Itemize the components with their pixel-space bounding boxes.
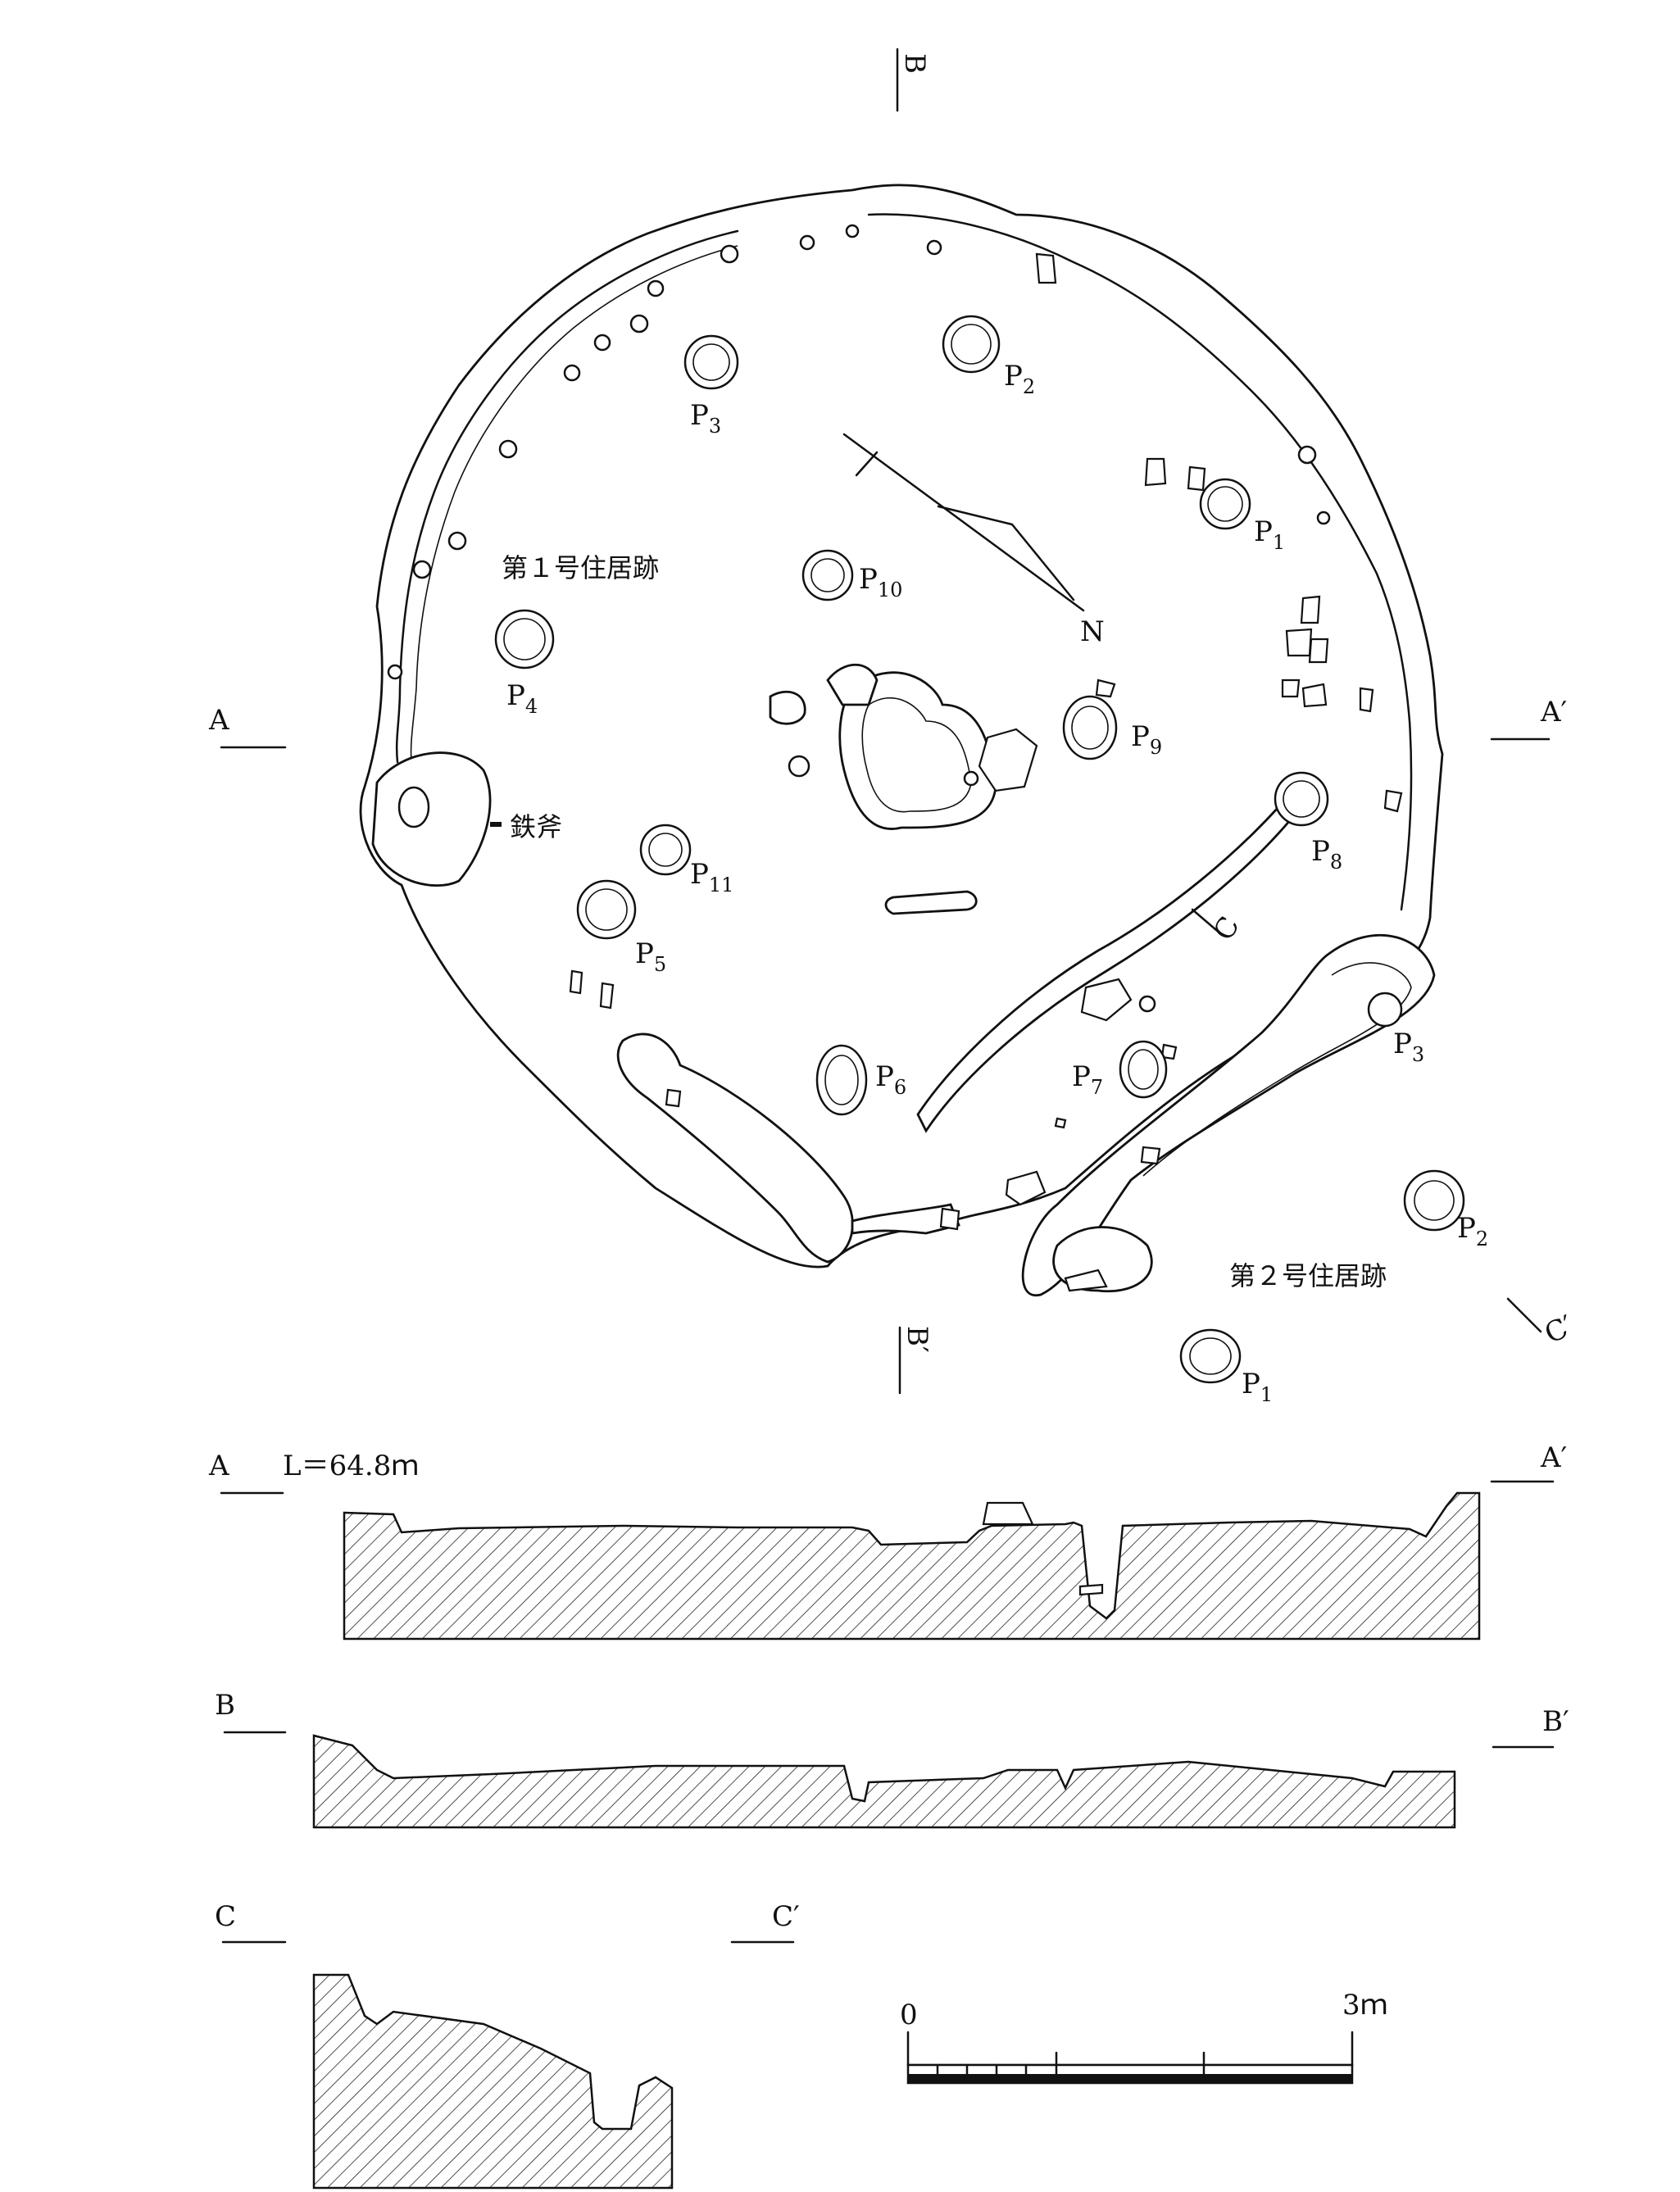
- scale-end-label: 3ｍ: [1342, 1989, 1388, 2022]
- section-line-c-prime: [1506, 1297, 1542, 1333]
- section-a-right-label: A′: [1540, 1441, 1567, 1474]
- west-pit: [371, 751, 492, 887]
- section-a-profile: [343, 1491, 1481, 1641]
- hearth-side-pit: [769, 690, 806, 725]
- house-2-stone: [1064, 1268, 1108, 1292]
- house-1-label: 第１号住居跡: [502, 552, 659, 583]
- plan-section-markers: B A A′ B′: [208, 48, 1567, 1395]
- bench-post-holes: [387, 224, 1331, 680]
- pit-label-h2-p1: P1: [1242, 1368, 1273, 1406]
- drainage-ditch: [916, 805, 1292, 1133]
- pit-label-h1-p9: P9: [1131, 720, 1162, 759]
- section-a: A L＝64.8ｍ A′: [208, 1441, 1567, 1641]
- pit-label-h1-p8: P8: [1311, 835, 1342, 874]
- house-2-pits: [1179, 1169, 1465, 1384]
- pit-label-h1-p5: P5: [635, 937, 666, 976]
- pit-label-h1-p1: P1: [1254, 515, 1285, 554]
- scattered-stones: [569, 252, 1403, 1231]
- west-pit-inner: [397, 786, 430, 828]
- section-a-stone: [982, 1501, 1034, 1526]
- central-hearth-inner: [861, 697, 972, 813]
- small-pit-hearth-east: [963, 770, 979, 787]
- scale-start-label: 0: [900, 1999, 918, 2031]
- central-hearth: [838, 671, 997, 830]
- iron-axe-label: 鉄斧: [510, 811, 562, 842]
- pit-label-h1-p6: P6: [875, 1060, 906, 1099]
- floor-trench: [884, 890, 978, 915]
- pit-label-h1-p3: P3: [690, 399, 721, 438]
- pit-p3-house2: [1367, 992, 1403, 1028]
- plan-b-label: B: [898, 53, 931, 74]
- plan-a-label: A: [208, 704, 229, 737]
- north-label: N: [1080, 615, 1105, 648]
- section-line-c: [1191, 908, 1223, 936]
- section-b: B B′: [215, 1689, 1569, 1829]
- pit-label-h2-p3: P3: [1393, 1028, 1424, 1066]
- house-1-inner-wall-west-2: [410, 245, 738, 763]
- plan-a-prime-label: A′: [1540, 696, 1567, 728]
- house-1-pits: [494, 315, 1251, 1116]
- pit-label-h1-p7: P7: [1072, 1060, 1103, 1099]
- hearth-stone: [978, 728, 1038, 792]
- section-c-left-label: C: [215, 1900, 236, 1933]
- pit-label-h1-p10: P10: [859, 563, 902, 601]
- plan-b-prime-label: B′: [901, 1326, 933, 1353]
- section-b-profile: [312, 1734, 1456, 1829]
- section-b-left-label: B: [215, 1689, 235, 1722]
- pit-label-h1-p11: P11: [690, 858, 733, 896]
- scale-bar: 0 3ｍ: [900, 1989, 1388, 2085]
- section-a-left-label: A: [208, 1450, 229, 1482]
- section-c-profile: [312, 1973, 674, 2190]
- pit-label-h1-p2: P2: [1004, 360, 1035, 398]
- section-c: C C′: [215, 1900, 800, 2190]
- section-b-right-label: B′: [1542, 1705, 1569, 1738]
- north-arrow: N: [842, 433, 1105, 648]
- hearth-channel: [826, 663, 879, 706]
- plan-labels: 第１号住居跡 第２号住居跡 鉄斧 P1 P2 P3 P4 P5 P6 P7 P8…: [502, 360, 1488, 1406]
- small-pit-west-hearth: [788, 755, 810, 778]
- pit-label-h2-p2: P2: [1457, 1212, 1488, 1250]
- section-c-right-label: C′: [772, 1900, 800, 1933]
- house-1-plan: N C C′: [359, 184, 1578, 1384]
- house-2-inner: [1142, 962, 1412, 1177]
- house-2-label: 第２号住居跡: [1229, 1260, 1387, 1291]
- section-c-prime-label: C′: [1540, 1309, 1578, 1351]
- iron-axe-find: [490, 822, 502, 827]
- elevation-label: L＝64.8ｍ: [283, 1450, 419, 1482]
- house-1-inner-wall-west: [395, 229, 739, 764]
- section-a-stone-2: [1078, 1583, 1104, 1596]
- pit-label-h1-p4: P4: [506, 679, 538, 718]
